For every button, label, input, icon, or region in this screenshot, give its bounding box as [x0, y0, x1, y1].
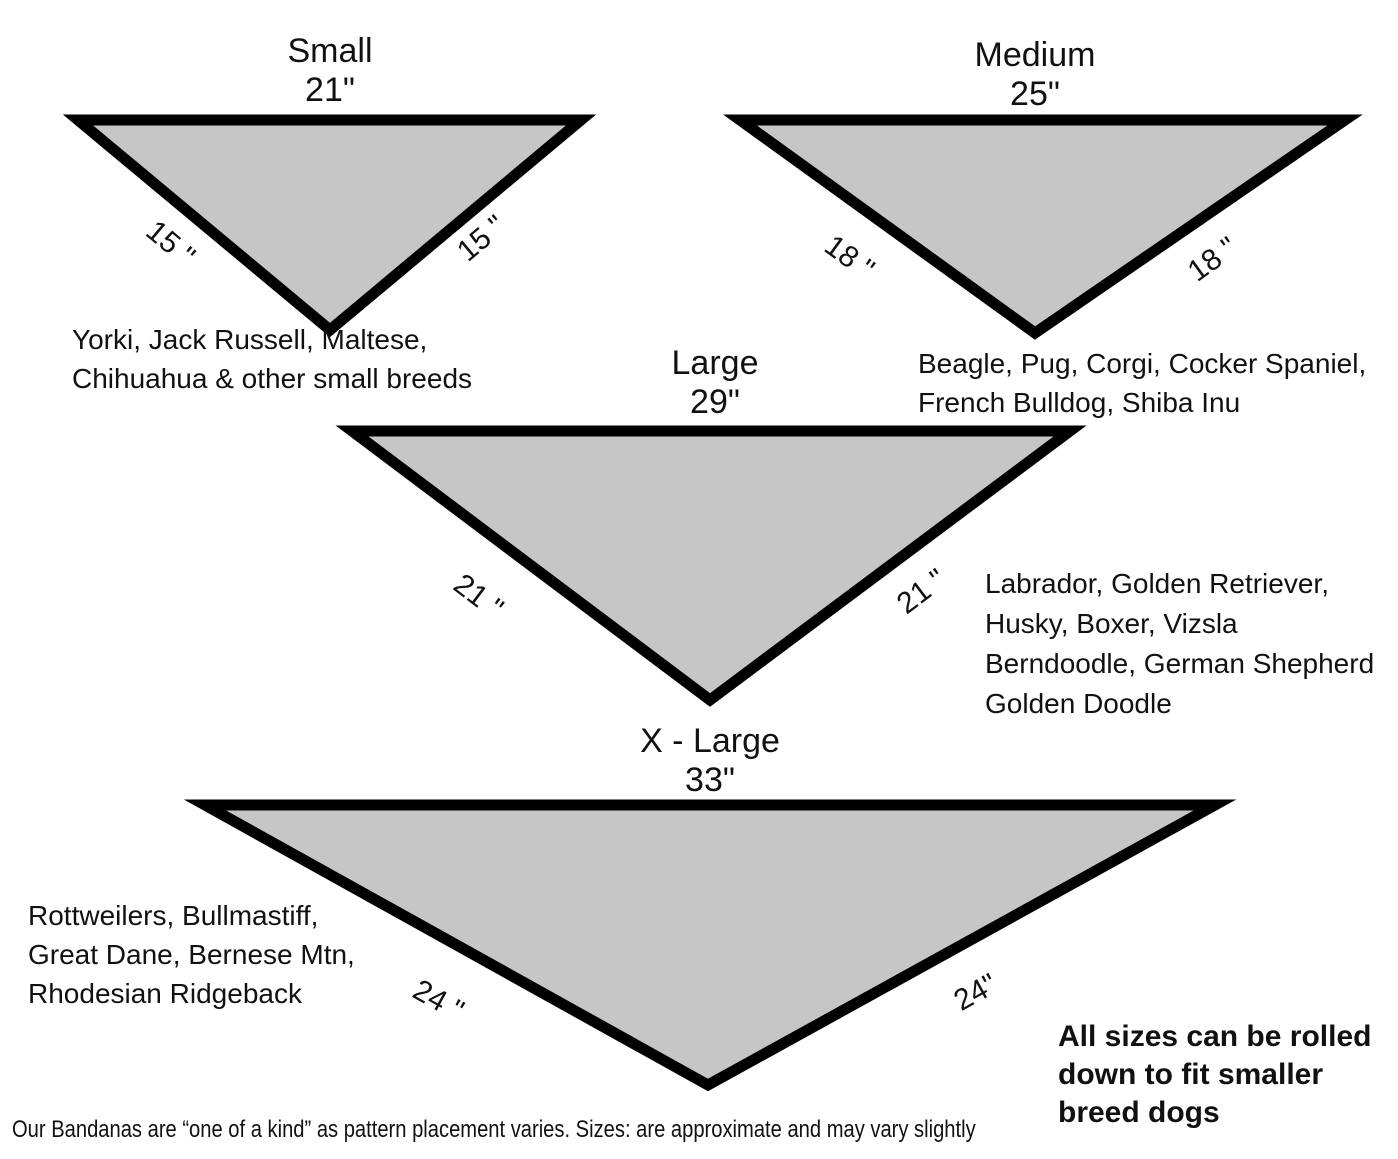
breeds-line: Rottweilers, Bullmastiff, [28, 900, 319, 931]
size-name-small: Small [287, 32, 373, 70]
neck-measure-xlarge: 33" [685, 761, 735, 799]
size-title-large: Large 29" [565, 344, 865, 422]
footnote-text: Our Bandanas are “one of a kind” as patt… [12, 1116, 976, 1143]
note-line: breed dogs [1058, 1096, 1220, 1129]
note-line: down to fit smaller [1058, 1058, 1324, 1091]
bandana-triangle-xlarge [183, 799, 1237, 1092]
size-title-xlarge: X - Large 33" [560, 722, 860, 800]
rolled-down-note: All sizes can be rolled down to fit smal… [1058, 1018, 1371, 1132]
note-line: All sizes can be rolled [1058, 1020, 1372, 1053]
breeds-large: Labrador, Golden Retriever, Husky, Boxer… [985, 564, 1374, 724]
size-name-xlarge: X - Large [640, 722, 780, 760]
size-name-medium: Medium [974, 36, 1096, 74]
neck-measure-small: 21" [305, 71, 355, 109]
breeds-line: Great Dane, Bernese Mtn, [28, 939, 355, 970]
breeds-line: Rhodesian Ridgeback [28, 978, 302, 1009]
breeds-line: French Bulldog, Shiba Inu [918, 387, 1241, 418]
breeds-line: Labrador, Golden Retriever, [985, 568, 1329, 599]
breeds-line: Husky, Boxer, Vizsla [985, 608, 1238, 639]
neck-measure-large: 29" [690, 383, 740, 421]
bandana-triangle-large [335, 425, 1087, 707]
breeds-xlarge: Rottweilers, Bullmastiff, Great Dane, Be… [28, 896, 355, 1013]
bandana-triangle-medium [722, 114, 1363, 340]
breeds-line: Beagle, Pug, Corgi, Cocker Spaniel, [918, 348, 1367, 379]
size-title-small: Small 21" [180, 32, 480, 110]
size-title-medium: Medium 25" [885, 36, 1185, 114]
breeds-line: Yorki, Jack Russell, Maltese, [72, 324, 428, 355]
bandana-triangle-small [62, 114, 597, 338]
breeds-small: Yorki, Jack Russell, Maltese, Chihuahua … [72, 320, 472, 398]
breeds-line: Chihuahua & other small breeds [72, 363, 473, 394]
neck-measure-medium: 25" [1010, 75, 1060, 113]
breeds-line: Berndoodle, German Shepherd [985, 648, 1375, 679]
breeds-line: Golden Doodle [985, 688, 1172, 719]
breeds-medium: Beagle, Pug, Corgi, Cocker Spaniel, Fren… [918, 344, 1366, 422]
size-name-large: Large [671, 344, 759, 382]
